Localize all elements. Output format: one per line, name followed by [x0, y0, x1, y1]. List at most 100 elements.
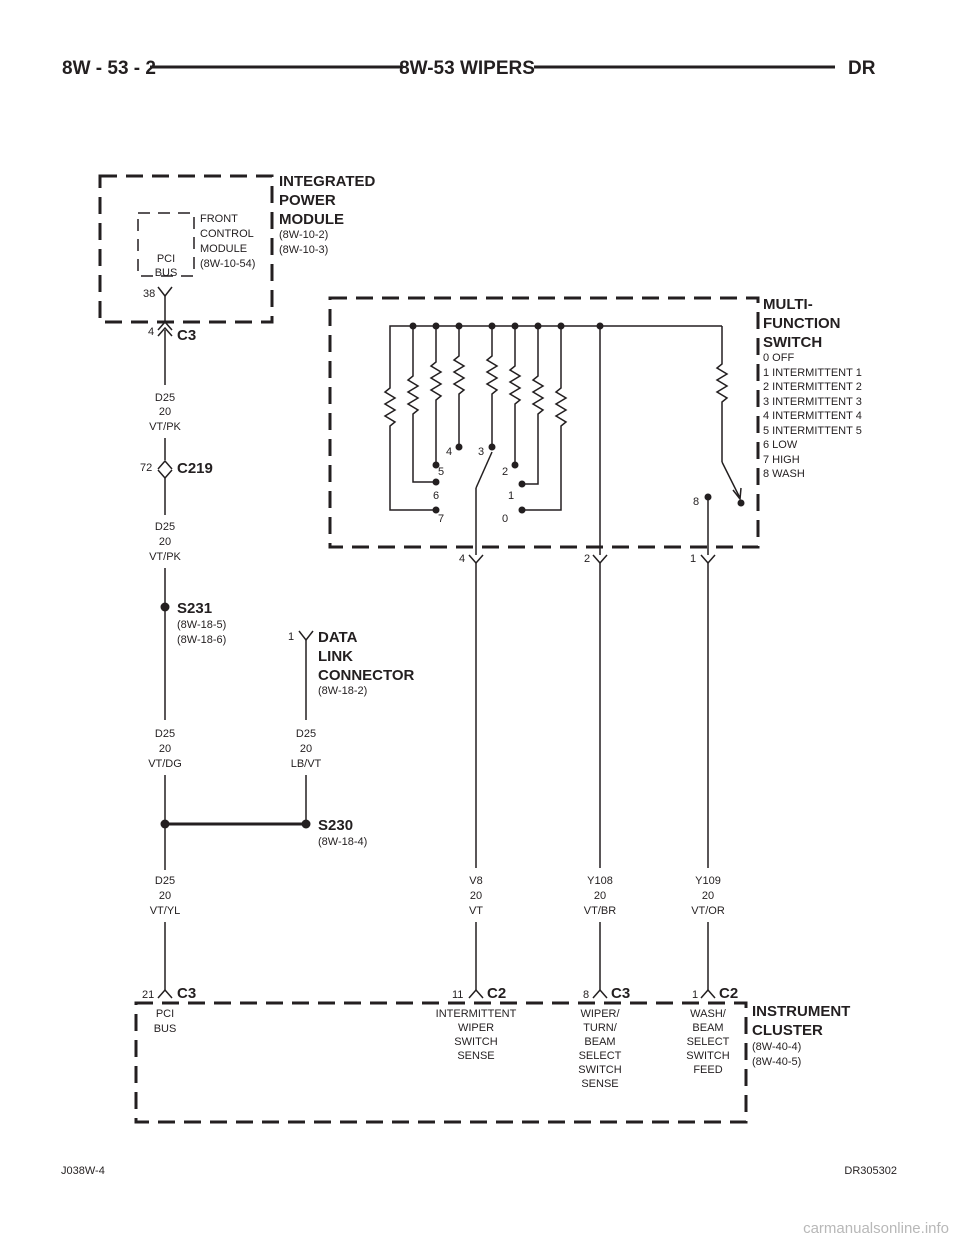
integrated-power-module: INTEGRATED POWER MODULE (8W-10-2) (8W-10… — [98, 173, 376, 324]
contact-5-number: 5 — [438, 466, 444, 478]
fcm-label-line-3: MODULE — [200, 243, 247, 255]
cluster-title-line-1: INSTRUMENT — [752, 1003, 850, 1020]
fcm-pin-terminal — [157, 286, 173, 298]
c2-intermittent-pin: 11 — [452, 989, 463, 1001]
c3-bottom-name: C3 — [177, 985, 196, 1002]
mfs-pin-2-terminal — [592, 554, 608, 565]
header-section-title: 8W-53 WIPERS — [399, 58, 535, 79]
dlc-pin: 1 — [288, 631, 294, 643]
c3-top-pin: 4 — [148, 326, 154, 338]
wire-w1-circuit: D25 — [155, 392, 175, 404]
c3-bottom-pin: 21 — [142, 989, 154, 1001]
mfs-pin-4-number: 4 — [459, 553, 465, 565]
data-link-connector: 1 DATA LINK CONNECTOR (8W-18-2) D25 20 L… — [288, 629, 415, 848]
header-model-code: DR — [848, 58, 876, 79]
fcm-pci-label-2: BUS — [155, 267, 178, 279]
fcm-pci-label-1: PCI — [157, 253, 175, 265]
dlc-ref: (8W-18-2) — [318, 685, 367, 697]
mfs-pin-1-terminal — [700, 554, 716, 565]
mfs-position-4: 4 INTERMITTENT 4 — [763, 410, 862, 422]
ipm-ref-1: (8W-10-2) — [279, 229, 328, 241]
mfs-pin-4-terminal — [468, 554, 484, 565]
contact-7-dot — [432, 506, 440, 514]
footer-drawing-id: DR305302 — [844, 1165, 897, 1177]
wiper-label-5: SWITCH — [578, 1064, 621, 1076]
wash-label-4: SWITCH — [686, 1050, 729, 1062]
contact-8-number: 8 — [693, 496, 699, 508]
contact-2-dot — [511, 461, 519, 469]
mfs-position-3: 3 INTERMITTENT 3 — [763, 396, 862, 408]
mfs-title-line-3: SWITCH — [763, 334, 822, 351]
wash-switch-arrow — [732, 487, 742, 501]
footer-figure-id: J038W-4 — [61, 1165, 105, 1177]
c3-bottom-terminal — [157, 988, 173, 999]
wire-w7-circuit: Y108 — [587, 875, 613, 887]
mfs-pin-2-number: 2 — [584, 553, 590, 565]
contact-0-dot — [518, 506, 526, 514]
c2-intermittent-name: C2 — [487, 985, 506, 1002]
cluster-title-line-2: CLUSTER — [752, 1022, 823, 1039]
cluster-pci-label-1: PCI — [156, 1008, 174, 1020]
contact-3-dot — [488, 443, 496, 451]
c2-wash-pin: 1 — [692, 989, 698, 1001]
wire-w2-gauge: 20 — [159, 536, 171, 548]
cluster-pci-label-2: BUS — [154, 1023, 177, 1035]
wash-switch-arm — [721, 461, 741, 499]
output-wires: V8 20 VT Y108 20 VT/BR Y109 20 VT/OR — [469, 563, 725, 990]
contact-4-number: 4 — [446, 446, 452, 458]
c2-wash-name: C2 — [719, 985, 738, 1002]
s230-ref: (8W-18-4) — [318, 836, 367, 848]
ipm-title-line-2: POWER — [279, 192, 336, 209]
contact-7-number: 7 — [438, 513, 444, 525]
ipm-ref-2: (8W-10-3) — [279, 244, 328, 256]
left-wire-column: D25 20 VT/PK 72 C219 D25 20 VT/PK S231 (… — [140, 330, 306, 990]
contact-1-dot — [518, 480, 526, 488]
wiper-label-1: WIPER/ — [580, 1008, 620, 1020]
contact-6-number: 6 — [433, 490, 439, 502]
wiper-label-2: TURN/ — [583, 1022, 618, 1034]
cluster-ref-1: (8W-40-4) — [752, 1041, 801, 1053]
wash-label-1: WASH/ — [690, 1008, 727, 1020]
c3-wiper-terminal — [592, 988, 608, 999]
resistor-2 — [406, 326, 436, 483]
wiper-label-4: SELECT — [579, 1050, 622, 1062]
header-page-number: 8W - 53 - 2 — [62, 58, 156, 79]
wire-w5-color: VT/YL — [150, 905, 181, 917]
wire-w3-color: VT/DG — [148, 758, 182, 770]
c2-intermittent-terminal — [468, 988, 484, 999]
wire-w3-gauge: 20 — [159, 743, 171, 755]
wire-w8-circuit: Y109 — [695, 875, 721, 887]
wire-w6-circuit: V8 — [469, 875, 482, 887]
dlc-title-line-2: LINK — [318, 648, 353, 665]
resistor-6 — [508, 326, 522, 462]
wiper-switch-arm — [475, 451, 493, 489]
c3-wiper-name: C3 — [611, 985, 630, 1002]
dlc-title-line-3: CONNECTOR — [318, 667, 415, 684]
intermittent-label-2: WIPER — [458, 1022, 494, 1034]
wire-w6-gauge: 20 — [470, 890, 482, 902]
wire-w7-gauge: 20 — [594, 890, 606, 902]
wire-w4-gauge: 20 — [300, 743, 312, 755]
s231-name: S231 — [177, 600, 212, 617]
wire-w5-gauge: 20 — [159, 890, 171, 902]
multi-function-switch: MULTI- FUNCTION SWITCH 0 OFF 1 INTERMITT… — [328, 296, 862, 565]
wire-w4-color: LB/VT — [291, 758, 322, 770]
ipm-dashed-box — [98, 174, 274, 324]
wash-label-2: BEAM — [692, 1022, 723, 1034]
c3-top-terminal-2 — [157, 326, 173, 337]
c219-pin: 72 — [140, 462, 152, 474]
wire-w1-color: VT/PK — [149, 421, 181, 433]
wash-resistor — [715, 326, 729, 462]
wiper-label-3: BEAM — [584, 1036, 615, 1048]
c3-top-name: C3 — [177, 327, 196, 344]
contact-5-dot — [432, 461, 440, 469]
intermittent-label-1: INTERMITTENT — [436, 1008, 517, 1020]
resistor-3 — [429, 326, 443, 462]
intermittent-label-3: SWITCH — [454, 1036, 497, 1048]
fcm-label-line-4: (8W-10-54) — [200, 258, 255, 270]
page-header: 8W - 53 - 2 8W-53 WIPERS DR — [62, 58, 876, 79]
mfs-position-6: 6 LOW — [763, 439, 798, 451]
wire-w6-color: VT — [469, 905, 483, 917]
c3-wiper-pin: 8 — [583, 989, 589, 1001]
mfs-pin-1-number: 1 — [690, 553, 696, 565]
